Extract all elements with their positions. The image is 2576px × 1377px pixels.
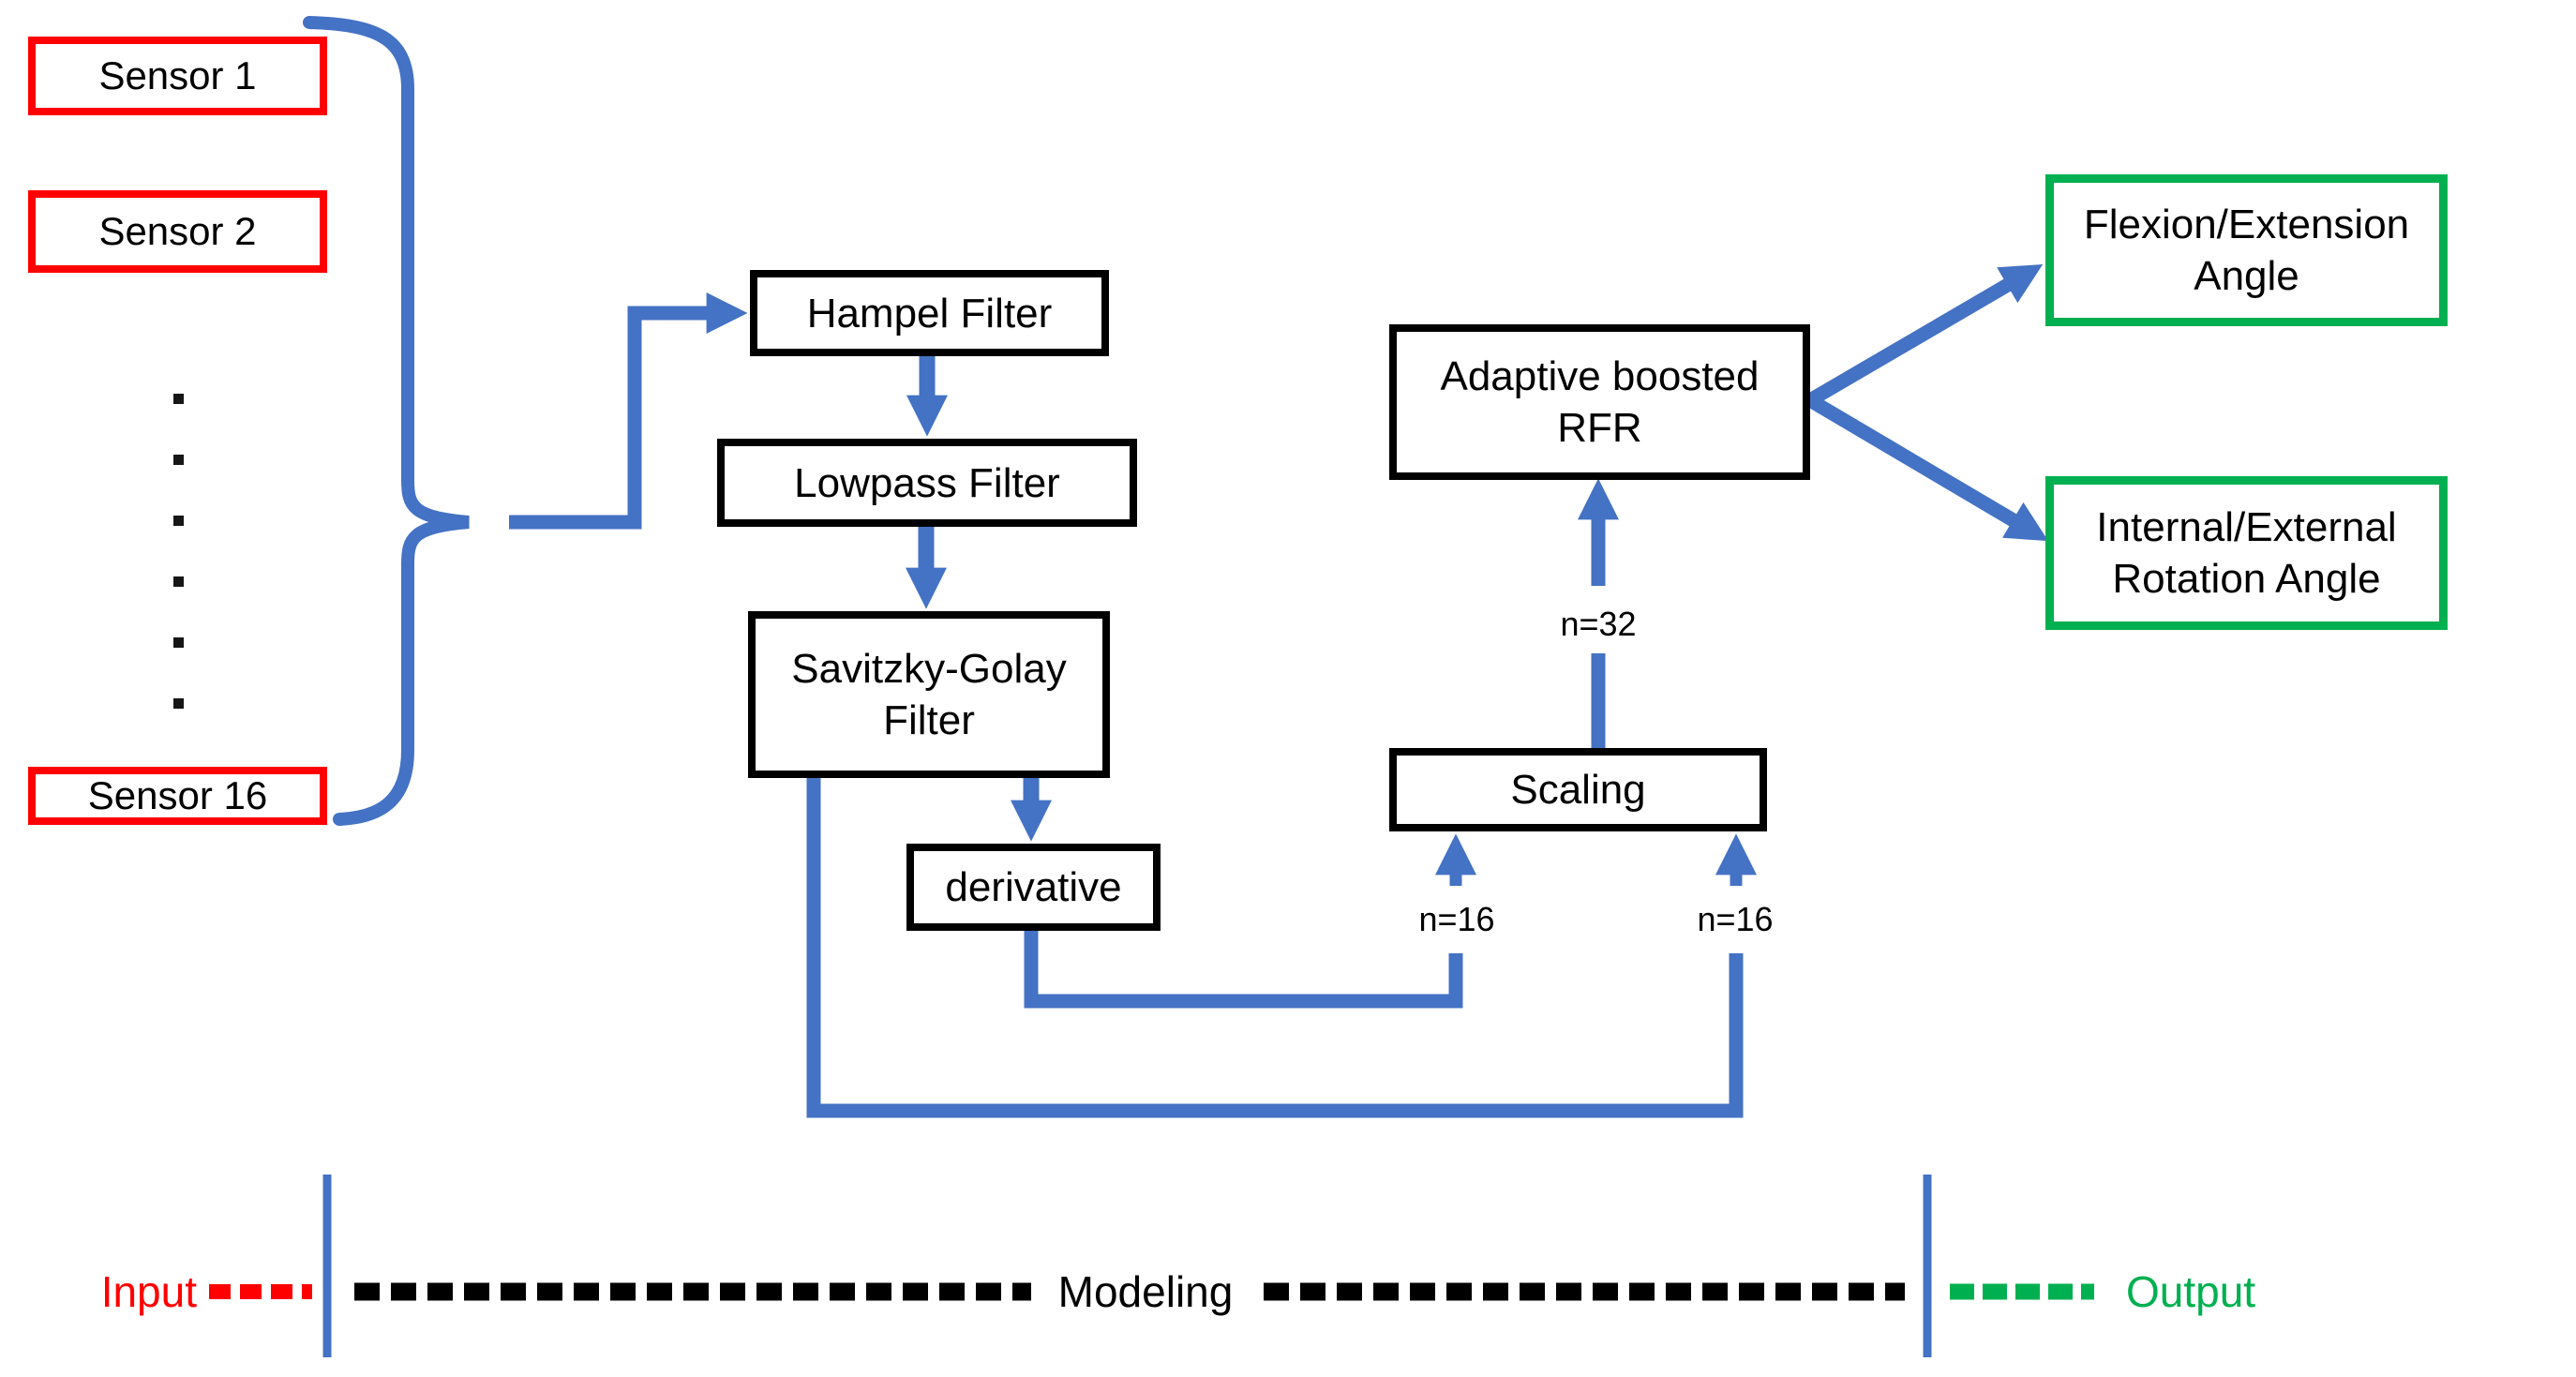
flexion-extension-angle-box: Flexion/Extension Angle xyxy=(2045,174,2448,326)
sensor-16-label: Sensor 16 xyxy=(87,772,268,817)
wire-savgol-to-scaling xyxy=(806,778,1744,1118)
adaptive-boosted-rfr-label: Adaptive boosted RFR xyxy=(1440,353,1760,451)
derivative-label: derivative xyxy=(945,864,1122,910)
flexion-extension-angle-label: Flexion/Extension Angle xyxy=(2083,202,2410,299)
derivative-node: derivative xyxy=(906,844,1161,931)
ellipsis-dot xyxy=(173,516,184,526)
internal-external-rotation-angle-label: Internal/External Rotation Angle xyxy=(2096,504,2397,602)
adaptive-boosted-rfr-node: Adaptive boosted RFR xyxy=(1389,324,1810,480)
n32-annotation: n=32 xyxy=(1560,605,1637,643)
ellipsis-dot xyxy=(173,455,184,465)
hampel-filter-label: Hampel Filter xyxy=(806,290,1053,337)
sensor-2-box: Sensor 2 xyxy=(28,190,327,273)
scaling-node: Scaling xyxy=(1389,748,1767,831)
legend-input-label: Input xyxy=(100,1267,197,1316)
legend-output-label: Output xyxy=(2126,1267,2256,1316)
legend-modeling-label: Modeling xyxy=(1057,1267,1234,1316)
internal-external-rotation-angle-box: Internal/External Rotation Angle xyxy=(2045,476,2448,630)
sensor-2-label: Sensor 2 xyxy=(98,208,257,253)
sensor-16-box: Sensor 16 xyxy=(28,767,327,825)
ellipsis-dot xyxy=(173,637,184,648)
lowpass-filter-node: Lowpass Filter xyxy=(717,439,1137,527)
ellipsis-dot xyxy=(173,698,184,709)
scaling-label: Scaling xyxy=(1510,767,1646,813)
sensor-1-label: Sensor 1 xyxy=(98,52,257,97)
ellipsis-dot xyxy=(173,394,184,404)
ellipsis-dot xyxy=(173,576,184,587)
ellipsis-dots xyxy=(173,394,184,709)
arrow-rfr-to-flexion xyxy=(1806,264,2044,407)
lowpass-filter-label: Lowpass Filter xyxy=(794,459,1060,506)
savitzky-golay-filter-label: Savitzky-Golay Filter xyxy=(791,646,1067,743)
arrow-rfr-to-rotation xyxy=(1806,394,2049,542)
sensors-brace xyxy=(303,16,470,826)
sensor-1-box: Sensor 1 xyxy=(28,37,327,115)
arrow-sensors-to-hampel xyxy=(509,292,748,530)
savitzky-golay-filter-node: Savitzky-Golay Filter xyxy=(748,611,1110,778)
n16-right-annotation: n=16 xyxy=(1697,900,1774,938)
hampel-filter-node: Hampel Filter xyxy=(750,270,1109,356)
wire-derivative-to-scaling xyxy=(1024,931,1463,1009)
n16-left-annotation: n=16 xyxy=(1418,900,1495,938)
